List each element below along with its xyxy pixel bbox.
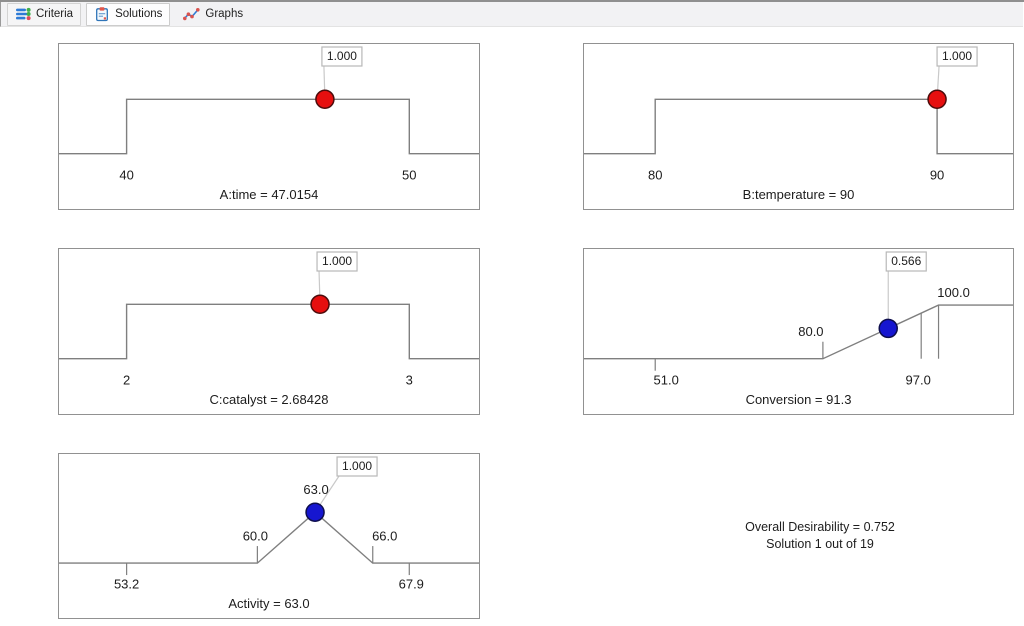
tick-label: 67.9 [399, 577, 424, 592]
desirability-value: 1.000 [942, 49, 972, 63]
desirability-flag [885, 251, 927, 272]
desirability-value: 1.000 [322, 254, 352, 268]
tab-solutions[interactable]: Solutions [86, 2, 171, 26]
tab-graphs-label: Graphs [205, 8, 244, 20]
tab-graphs[interactable]: Graphs [175, 3, 251, 26]
tab-criteria[interactable]: Criteria [7, 2, 82, 26]
tick-label: 100.0 [937, 285, 970, 300]
tick-label: 40 [119, 167, 133, 182]
plot-title: A:time = 47.0154 [220, 187, 319, 202]
solutions-icon [94, 6, 110, 22]
tab-criteria-label: Criteria [36, 8, 74, 20]
tick-label: 60.0 [243, 528, 268, 543]
tick-label: 66.0 [372, 528, 397, 543]
desirability-value: 0.566 [891, 254, 921, 268]
tick-label: 63.0 [303, 482, 328, 497]
plot-title: Activity = 63.0 [228, 596, 309, 611]
tick-label: 80 [648, 167, 662, 182]
tick-label: 2 [123, 372, 130, 387]
tick-label: 97.0 [906, 372, 931, 387]
tick-label: 80.0 [798, 324, 823, 339]
ramp-line [59, 98, 479, 155]
solution-dot[interactable] [927, 89, 947, 110]
desirability-flag [936, 46, 978, 67]
desirability-flag [336, 456, 378, 477]
plot-title: Conversion = 91.3 [746, 392, 852, 407]
ramp-line [59, 511, 479, 564]
plot-title: C:catalyst = 2.68428 [210, 392, 329, 407]
criteria-icon [15, 6, 31, 22]
desirability-value: 1.000 [327, 49, 357, 63]
desirability-flag [321, 46, 363, 67]
solution-dot[interactable] [305, 502, 325, 522]
graphs-icon [183, 6, 200, 22]
tab-solutions-label: Solutions [115, 8, 163, 20]
ramp-line [59, 303, 479, 360]
tick-label: 53.2 [114, 577, 139, 592]
ramp-line [584, 98, 1013, 155]
solution-dot[interactable] [310, 294, 330, 315]
desirability-value: 1.000 [342, 459, 372, 473]
tick-label: 50 [402, 167, 416, 182]
solution-dot[interactable] [315, 89, 335, 110]
solution-count-text: Solution 1 out of 19 [766, 537, 874, 551]
solution-summary: Overall Desirability = 0.752 Solution 1 … [690, 519, 950, 553]
window-top-border [0, 0, 1024, 2]
desirability-flag [316, 251, 358, 272]
toolbar: Criteria Solutions [0, 2, 1023, 27]
tick-label: 3 [406, 372, 413, 387]
tick-label: 51.0 [654, 372, 679, 387]
tick-label: 90 [930, 167, 944, 182]
solution-dot[interactable] [878, 318, 898, 339]
overall-desirability-text: Overall Desirability = 0.752 [745, 520, 895, 534]
plot-title: B:temperature = 90 [743, 187, 855, 202]
